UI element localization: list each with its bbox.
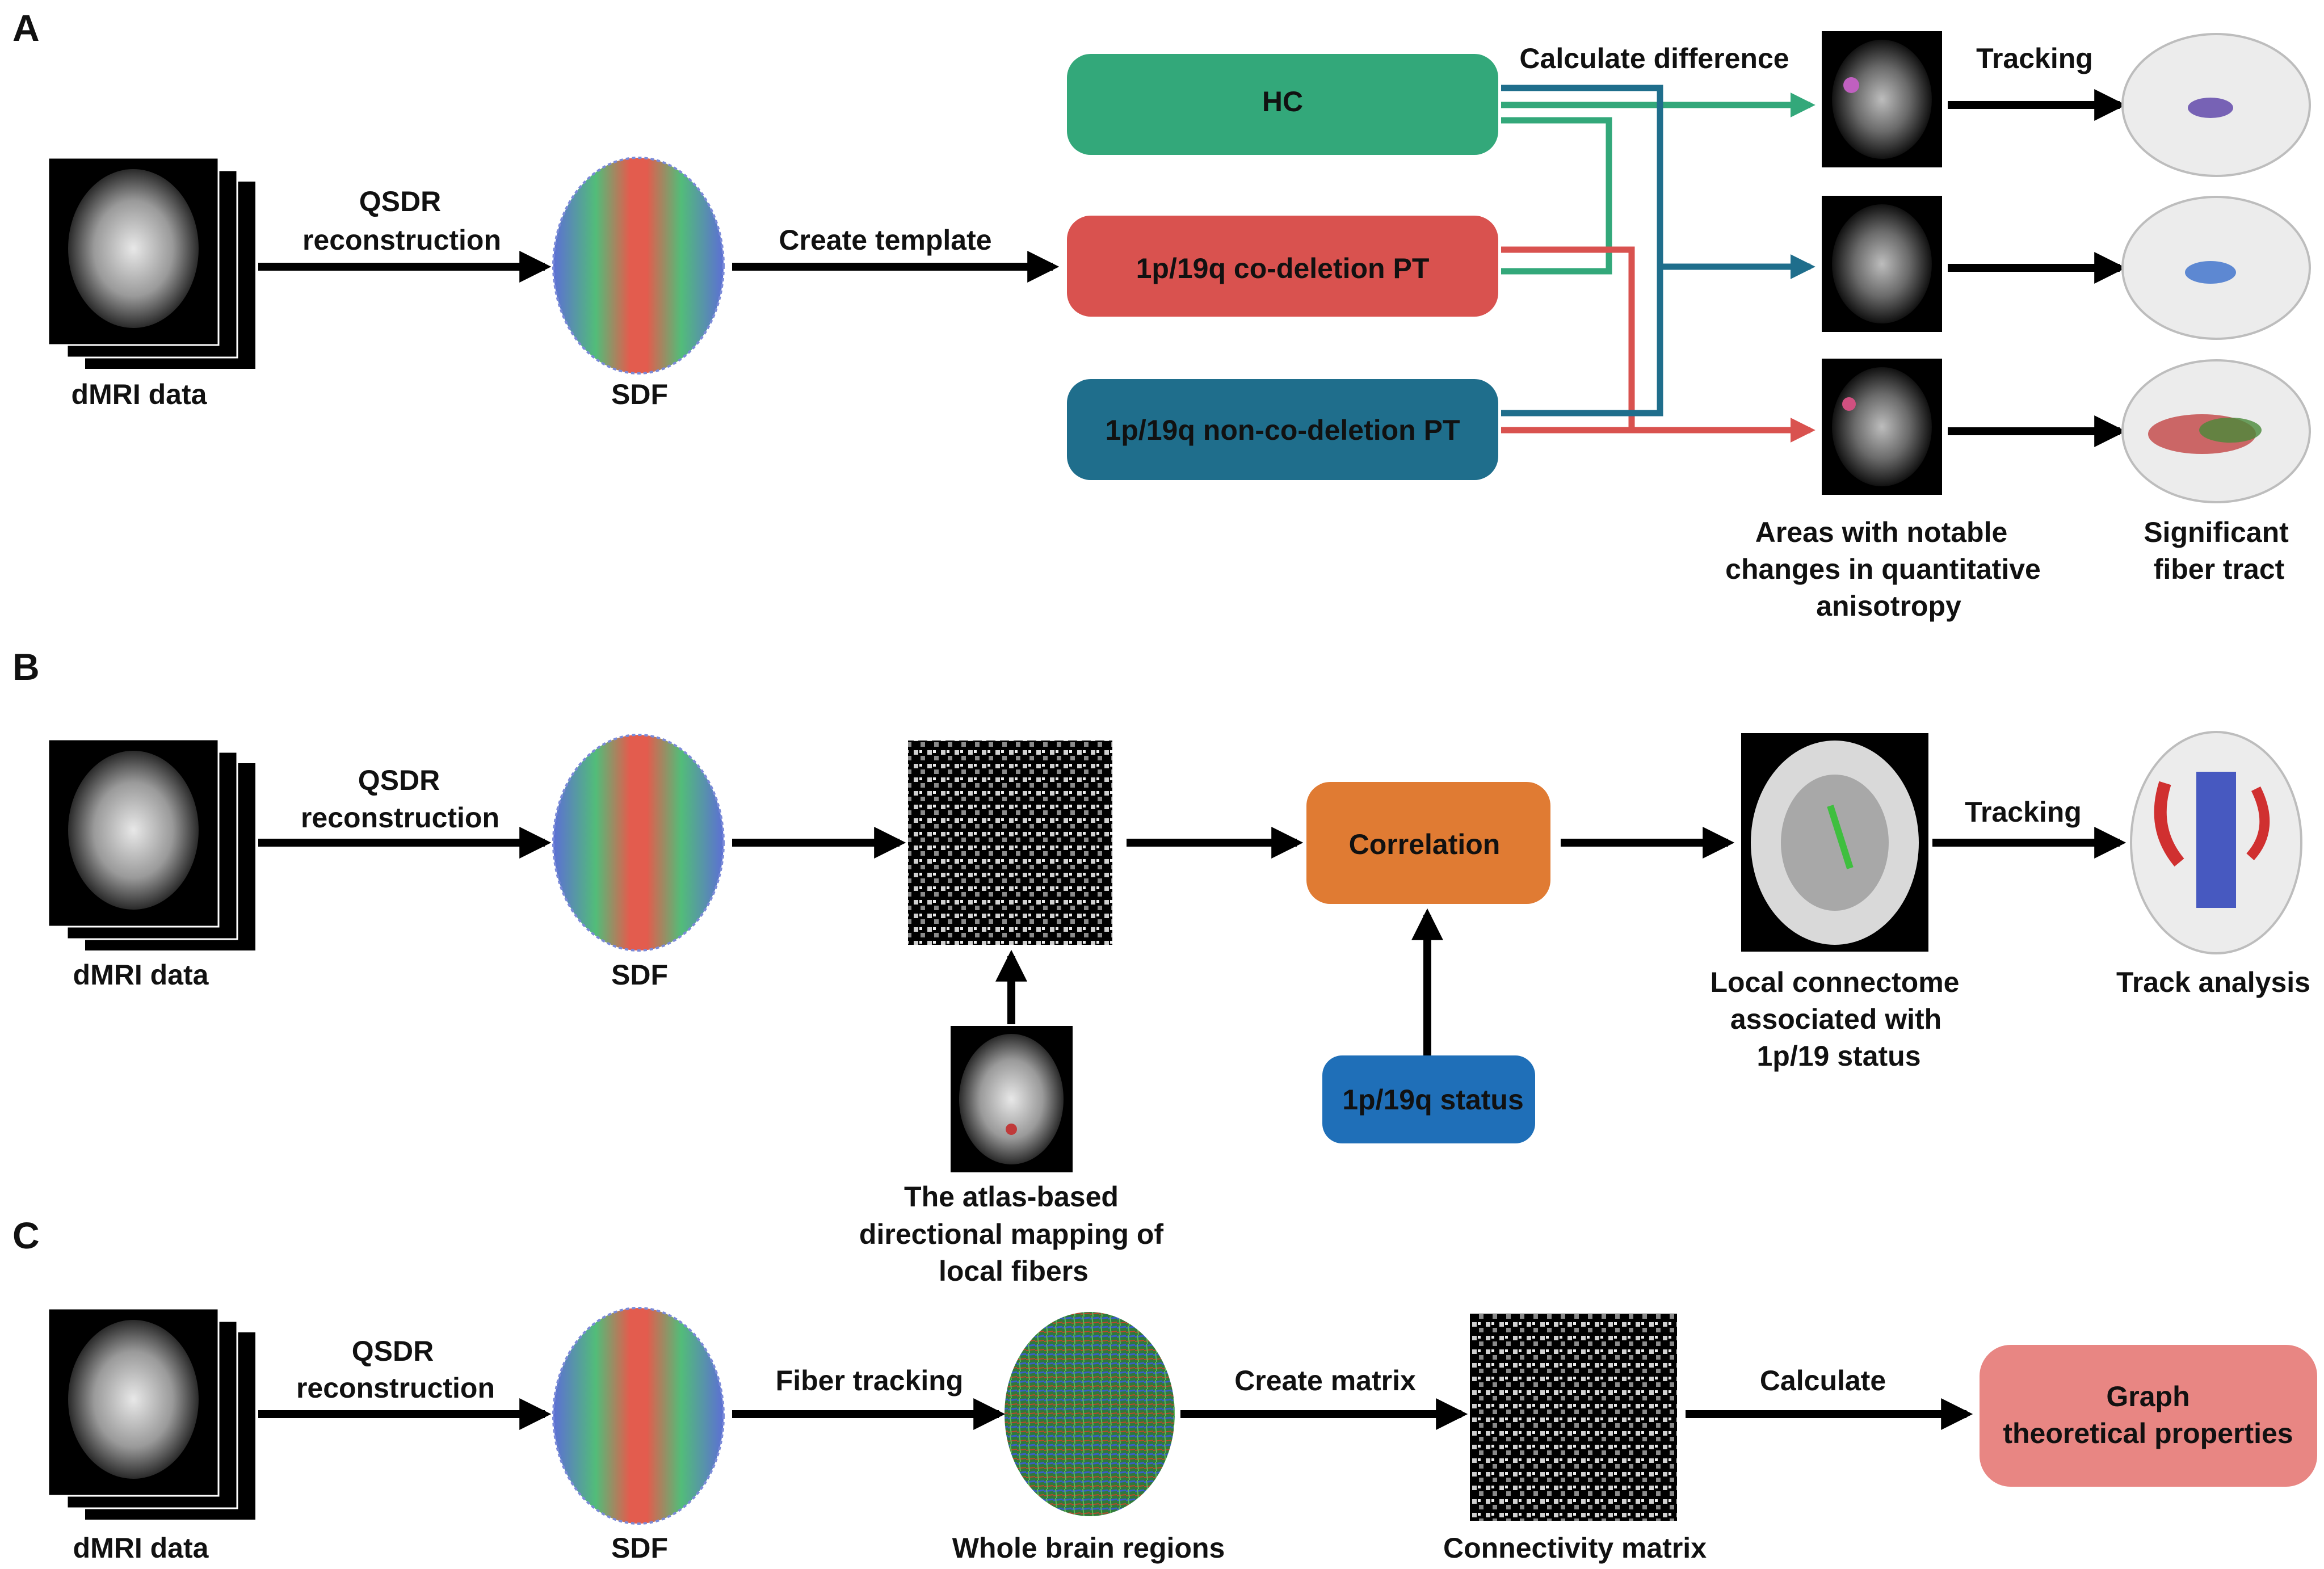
sdf-label-b: SDF — [611, 959, 668, 991]
glass-brain-2 — [2121, 196, 2311, 340]
atlas-label-3: local fibers — [939, 1255, 1089, 1287]
dmri-label-c: dMRI data — [73, 1532, 209, 1564]
significant-label-1: Significant — [2144, 516, 2289, 548]
difference-connectors — [1501, 85, 1816, 443]
atlas-label-1: The atlas-based — [904, 1181, 1119, 1213]
fiber-tracking-label: Fiber tracking — [776, 1365, 964, 1396]
sdf-image-a — [552, 157, 725, 375]
sdf-image-b — [552, 734, 725, 952]
local-connectome-image — [1741, 733, 1928, 952]
qsdr-label-c-1: QSDR — [352, 1335, 434, 1367]
noncodeletion-box — [1067, 379, 1498, 480]
glass-brain-3 — [2121, 359, 2311, 503]
connectivity-matrix-b — [908, 741, 1112, 945]
sdf-label-a: SDF — [611, 378, 668, 410]
dmri-label-b: dMRI data — [73, 959, 209, 991]
panel-label-a: A — [12, 7, 40, 49]
local-label-1: Local connectome — [1711, 966, 1960, 998]
sdf-label-c: SDF — [611, 1532, 668, 1564]
connectivity-matrix-c — [1470, 1314, 1677, 1521]
qsdr-label-c-2: reconstruction — [296, 1372, 495, 1404]
atlas-image — [951, 1026, 1073, 1172]
tracking-label-b: Tracking — [1965, 796, 2082, 828]
graph-label-2: theoretical properties — [2003, 1417, 2293, 1449]
correlation-box — [1306, 782, 1550, 904]
qsdr-label-b-1: QSDR — [358, 764, 440, 796]
connectivity-matrix-label: Connectivity matrix — [1443, 1532, 1707, 1564]
local-label-2: associated with — [1730, 1003, 1941, 1035]
create-matrix-label: Create matrix — [1234, 1365, 1416, 1396]
panel-label-b: B — [12, 646, 40, 688]
areas-label-3: anisotropy — [1816, 590, 1961, 622]
tracking-label-a: Tracking — [1976, 43, 2093, 74]
dmri-label-a: dMRI data — [72, 378, 208, 410]
qsdr-label-a-1: QSDR — [359, 186, 441, 217]
hc-box — [1067, 54, 1498, 155]
glass-brain-1 — [2121, 33, 2311, 177]
status-box — [1322, 1055, 1535, 1143]
areas-label-2: changes in quantitative — [1725, 553, 2041, 585]
track-analysis-image — [2130, 731, 2302, 954]
noncodeletion-label: 1p/19q non-co-deletion PT — [1105, 414, 1460, 446]
hc-label: HC — [1262, 86, 1303, 117]
correlation-label: Correlation — [1349, 828, 1501, 860]
panel-label-c: C — [12, 1214, 40, 1256]
dmri-stack-a — [47, 157, 255, 369]
dmri-stack-b — [47, 738, 255, 950]
qa-map-codeletion — [1822, 196, 1942, 332]
calculate-difference-label: Calculate difference — [1519, 43, 1789, 74]
calculate-label: Calculate — [1760, 1365, 1886, 1396]
qsdr-label-b-2: reconstruction — [301, 802, 499, 834]
significant-label-2: fiber tract — [2154, 553, 2285, 585]
atlas-label-2: directional mapping of — [859, 1218, 1163, 1250]
status-label: 1p/19q status — [1342, 1084, 1524, 1116]
qa-map-hc — [1822, 31, 1942, 167]
whole-brain-label: Whole brain regions — [952, 1532, 1225, 1564]
dmri-stack-c — [47, 1307, 255, 1520]
local-label-3: 1p/19 status — [1756, 1040, 1920, 1072]
qa-map-noncodeletion — [1822, 359, 1942, 495]
codeletion-box — [1067, 216, 1498, 317]
graph-label-1: Graph — [2106, 1381, 2189, 1412]
create-template-label: Create template — [779, 224, 991, 256]
track-analysis-label: Track analysis — [2116, 966, 2310, 998]
qsdr-label-a-2: reconstruction — [302, 224, 501, 256]
codeletion-label: 1p/19q co-deletion PT — [1136, 253, 1430, 284]
graph-properties-box — [1980, 1345, 2317, 1487]
areas-label-1: Areas with notable — [1755, 516, 2008, 548]
whole-brain-image — [1005, 1312, 1175, 1516]
sdf-image-c — [552, 1307, 725, 1525]
